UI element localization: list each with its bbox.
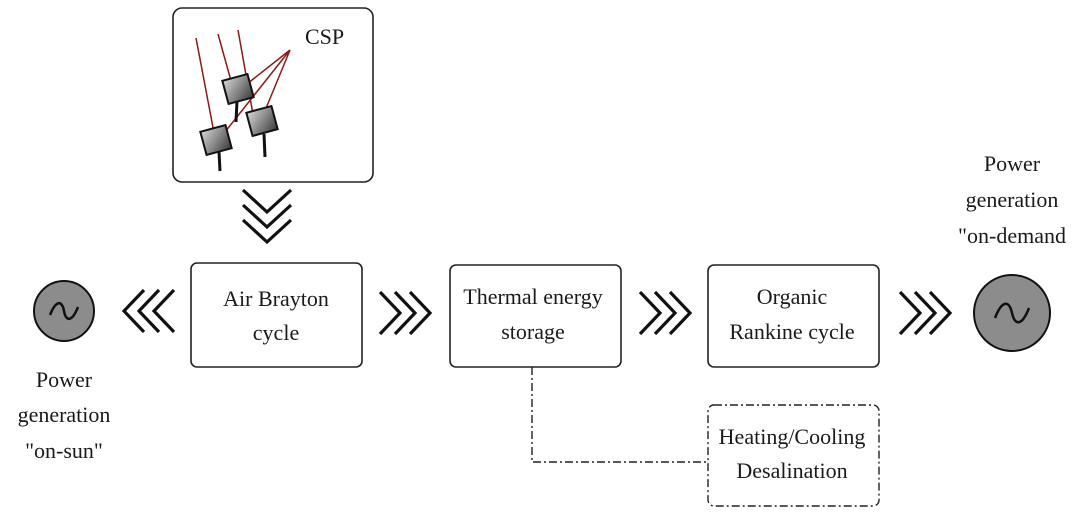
triple-chevron-icon xyxy=(378,290,433,336)
thermal-storage-block: Thermal energy storage xyxy=(449,264,622,368)
orc-block: Organic Rankine cycle xyxy=(707,264,880,368)
heliostat-icon xyxy=(245,104,279,158)
power-on-demand-line2: generation xyxy=(966,187,1059,212)
sine-wave-icon xyxy=(48,302,80,320)
triple-chevron-icon xyxy=(241,188,293,245)
orc-line1: Organic xyxy=(757,284,828,309)
air-brayton-line1: Air Brayton xyxy=(223,286,329,311)
heliostat-icon xyxy=(221,72,255,123)
csp-label: CSP xyxy=(305,24,344,49)
power-on-sun-label: Power generation "on-sun" xyxy=(18,367,111,463)
heating-desalination-block: Heating/Cooling Desalination xyxy=(707,404,880,507)
generator-on-sun xyxy=(33,280,95,342)
sine-wave-icon xyxy=(993,302,1031,324)
csp-block: CSP xyxy=(172,7,374,183)
air-brayton-line2: cycle xyxy=(253,320,299,345)
storage-to-heating-connector xyxy=(531,367,708,463)
orc-line2: Rankine cycle xyxy=(729,319,854,344)
thermal-storage-line1: Thermal energy xyxy=(463,284,602,309)
triple-chevron-icon xyxy=(638,290,693,336)
triple-chevron-icon xyxy=(898,290,953,336)
heating-line2: Desalination xyxy=(736,458,847,483)
power-on-demand-label: Power generation "on-demand xyxy=(958,151,1066,248)
heating-line1: Heating/Cooling xyxy=(719,424,866,449)
triple-chevron-icon xyxy=(121,288,176,334)
power-on-sun-line2: generation xyxy=(18,402,111,427)
power-on-demand-line3: "on-demand xyxy=(958,223,1066,248)
generator-on-demand xyxy=(973,274,1051,352)
heliostat-icon xyxy=(199,123,233,172)
power-on-sun-line3: "on-sun" xyxy=(25,438,103,463)
thermal-storage-line2: storage xyxy=(501,319,565,344)
power-on-sun-line1: Power xyxy=(36,367,93,392)
air-brayton-block: Air Brayton cycle xyxy=(190,262,363,368)
power-on-demand-line1: Power xyxy=(984,151,1041,176)
